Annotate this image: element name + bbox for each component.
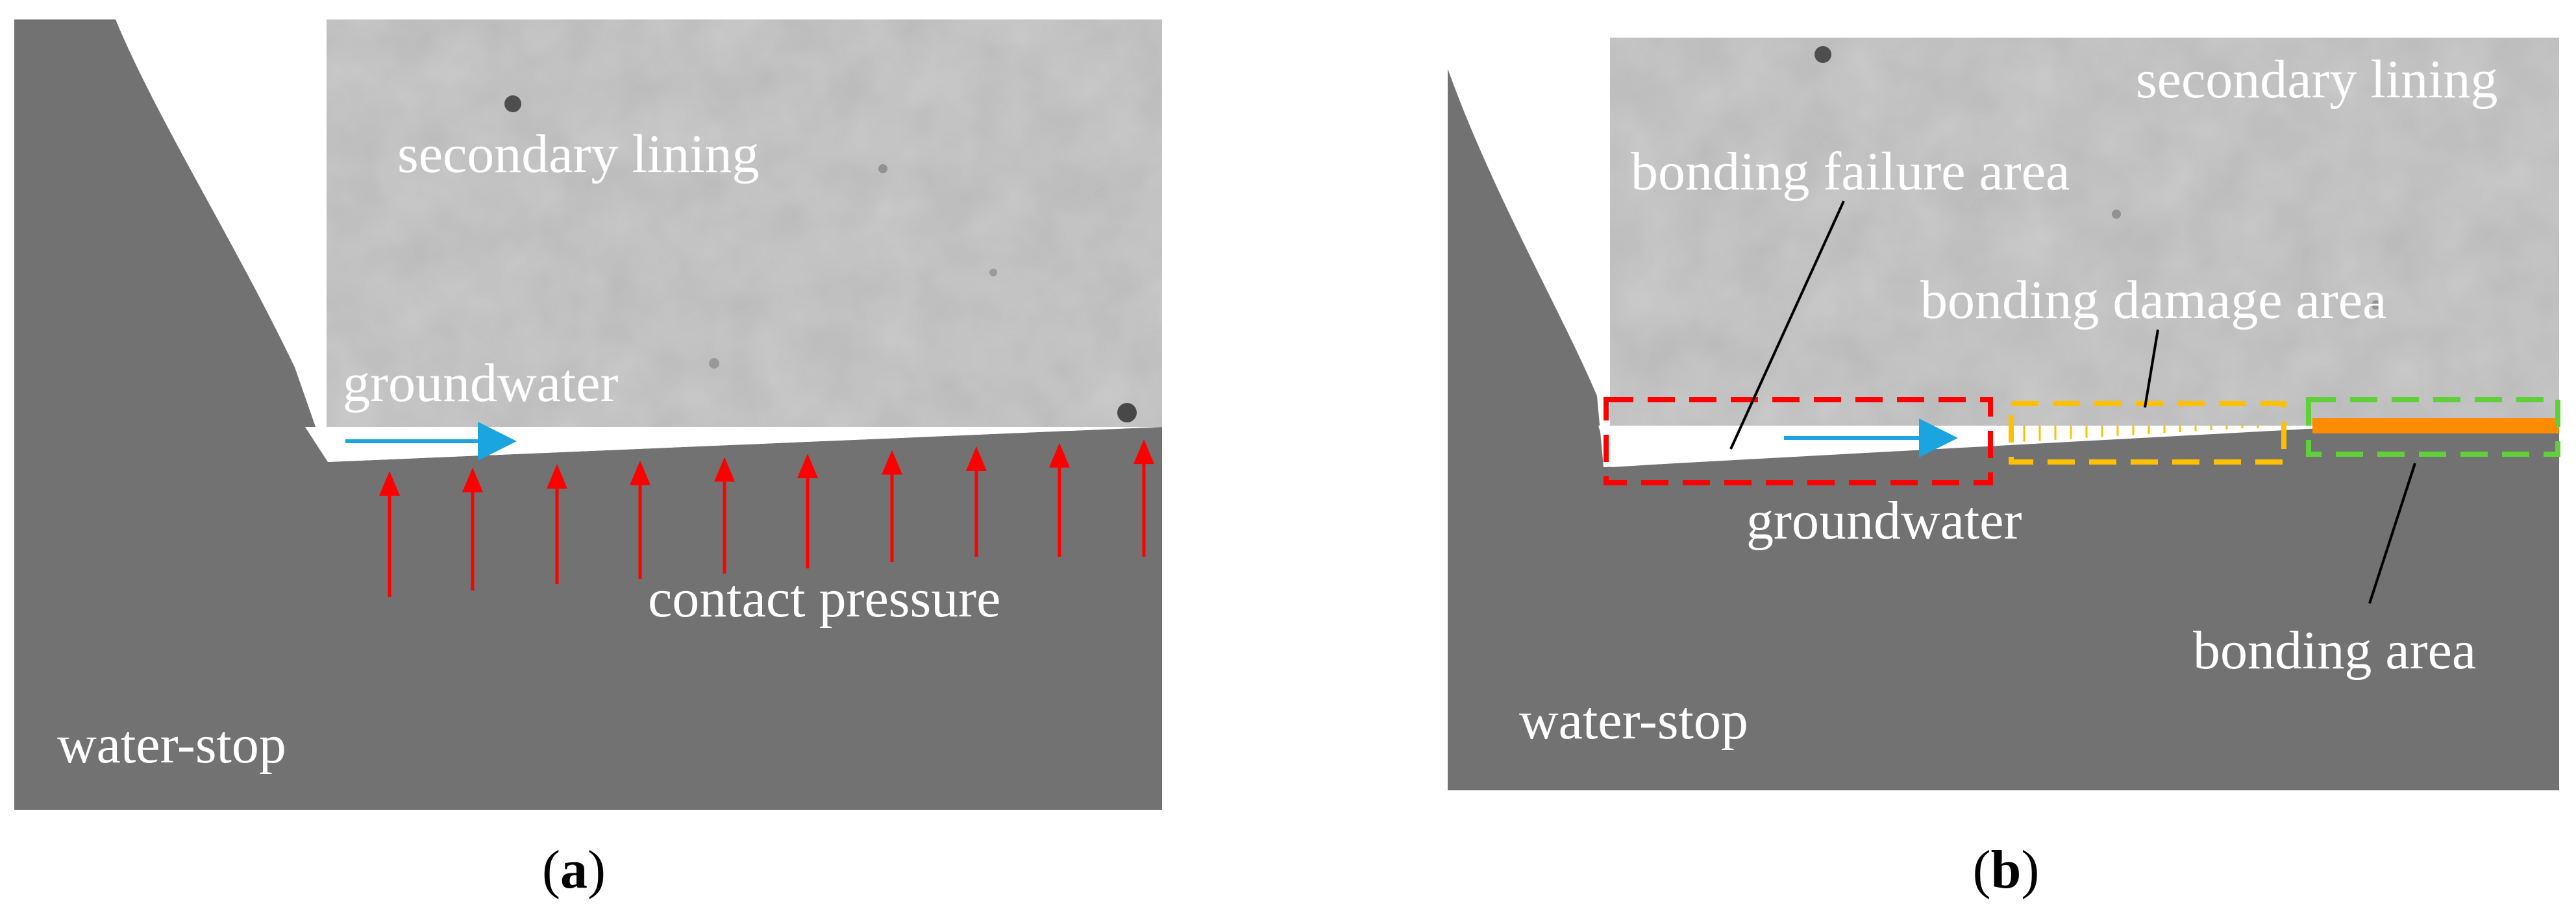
leader-bonding-damage (2144, 329, 2159, 408)
contact-pressure-arrows (379, 439, 1154, 597)
arrow-up-icon (966, 446, 987, 472)
label-water-stop-a: water-stop (57, 714, 286, 775)
arrow-up-icon (1049, 443, 1070, 468)
panel-a: secondary lining groundwater contact pre… (14, 19, 1162, 900)
arrow-up-icon (379, 471, 400, 496)
leader-bonding-area (2368, 463, 2416, 604)
leader-bonding-failure (1729, 200, 1845, 450)
label-contact-pressure: contact pressure (648, 568, 1000, 629)
label-groundwater-a: groundwater (343, 353, 619, 413)
bonding-damage-hatch (2023, 426, 2259, 442)
caption-b: (b) (1973, 840, 2040, 900)
concrete-specks (504, 95, 1137, 422)
label-bonding-area: bonding area (2193, 620, 2476, 681)
water-stop-shape (14, 19, 1162, 810)
label-groundwater-b: groundwater (1746, 491, 2022, 551)
bonding-failure-box (1604, 397, 1993, 485)
label-bonding-damage-area: bonding damage area (1920, 270, 2386, 330)
interface-gap (305, 427, 1162, 462)
concrete-specks (1814, 46, 2381, 310)
label-secondary-lining-a: secondary lining (397, 124, 760, 184)
caption-a: (a) (542, 840, 606, 900)
bonding-area-box (2306, 397, 2560, 457)
panel-b: secondary lining bonding failure area bo… (1448, 38, 2560, 900)
water-stop-shape (1448, 69, 2559, 790)
arrow-up-icon (630, 460, 650, 485)
label-water-stop-b: water-stop (1519, 690, 1748, 751)
arrow-up-icon (797, 453, 818, 478)
bonding-area-fill (2312, 418, 2559, 433)
arrow-up-icon (1133, 439, 1154, 465)
label-secondary-lining-b: secondary lining (2136, 49, 2498, 110)
bonding-damage-box (2009, 401, 2286, 465)
arrow-up-icon (714, 457, 735, 482)
arrow-up-icon (547, 464, 567, 489)
arrow-up-icon (882, 450, 902, 475)
arrow-up-icon (462, 467, 483, 492)
label-bonding-failure-area: bonding failure area (1631, 141, 2070, 202)
